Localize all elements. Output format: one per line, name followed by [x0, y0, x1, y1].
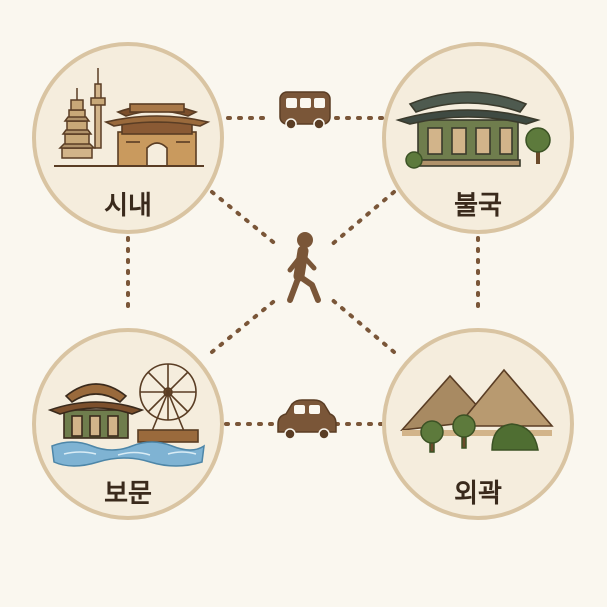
bus-icon	[279, 91, 331, 130]
walking-person-icon	[287, 232, 321, 303]
connection-lines	[126, 116, 480, 426]
trees-icon	[420, 414, 539, 453]
downtown-illustration-icon	[54, 68, 211, 167]
lake-water-icon	[51, 441, 205, 467]
node-downtown-label: 시내	[104, 191, 152, 221]
line-downtown-center	[210, 190, 280, 248]
shrub-icon	[405, 151, 423, 169]
car-icon	[277, 399, 337, 440]
node-downtown: 시내	[32, 42, 224, 234]
node-bulguk-label: 불국	[454, 191, 502, 221]
line-bulguk-center	[328, 190, 396, 248]
node-bomun-label: 보문	[104, 479, 152, 509]
ferris-wheel-icon	[137, 363, 199, 443]
line-bomun-center	[210, 296, 280, 354]
node-outskirts-label: 외곽	[454, 479, 502, 509]
pavilion-icon	[47, 383, 145, 439]
tree-icon	[525, 127, 551, 164]
line-outskirts-center	[328, 296, 396, 354]
node-bomun: 보문	[32, 328, 224, 520]
temple-illustration-icon	[395, 91, 541, 167]
node-outskirts: 외곽	[382, 328, 574, 520]
node-bulguk: 불국	[382, 42, 574, 234]
